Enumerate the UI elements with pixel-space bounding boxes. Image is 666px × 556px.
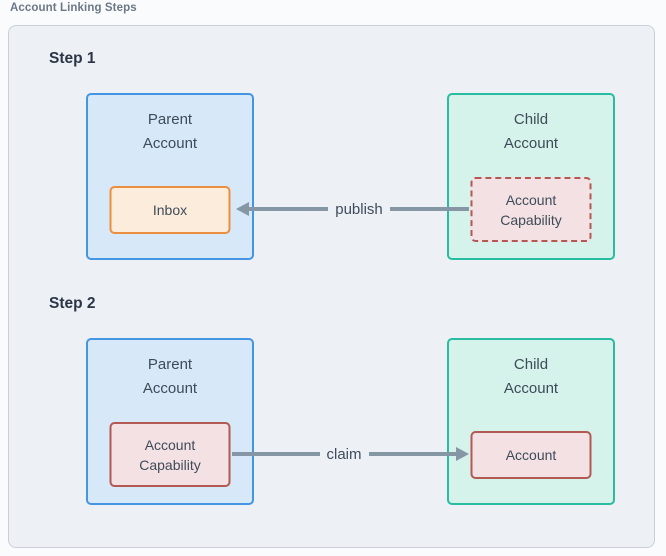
- figure-title: Account Linking Steps: [10, 2, 137, 14]
- arrowhead-right-icon: [456, 447, 470, 461]
- step2-account-box: Account: [470, 431, 592, 479]
- step2-child-account-box: Child Account Account: [447, 338, 615, 505]
- step2-child-account-title: Child Account: [503, 356, 559, 397]
- step2-account-capability-box: Account Capability: [109, 422, 231, 487]
- arrowhead-left-icon: [236, 202, 249, 216]
- step2-parent-account-title: Parent Account: [142, 356, 198, 397]
- step1-parent-account-box: Parent Account Inbox: [86, 93, 254, 260]
- arrow-line: [389, 207, 470, 211]
- step2-heading: Step 2: [49, 295, 96, 312]
- publish-arrow: publish: [236, 200, 470, 218]
- step1-child-account-box: Child Account Account Capability: [447, 93, 615, 260]
- arrow-line: [249, 207, 329, 211]
- arrow-line: [368, 452, 457, 456]
- arrow-line: [232, 452, 320, 456]
- step1-account-capability-box: Account Capability: [470, 177, 592, 242]
- step2-parent-account-box: Parent Account Account Capability: [86, 338, 254, 505]
- diagram-panel: Step 1 Parent Account Inbox Child Accoun…: [8, 25, 655, 548]
- claim-arrow-label: claim: [326, 445, 362, 463]
- step1-inbox-box: Inbox: [109, 186, 231, 234]
- step1-parent-account-title: Parent Account: [142, 111, 198, 152]
- claim-arrow: claim: [232, 445, 470, 463]
- step1-child-account-title: Child Account: [503, 111, 559, 152]
- publish-arrow-label: publish: [335, 200, 383, 218]
- step1-heading: Step 1: [49, 50, 96, 67]
